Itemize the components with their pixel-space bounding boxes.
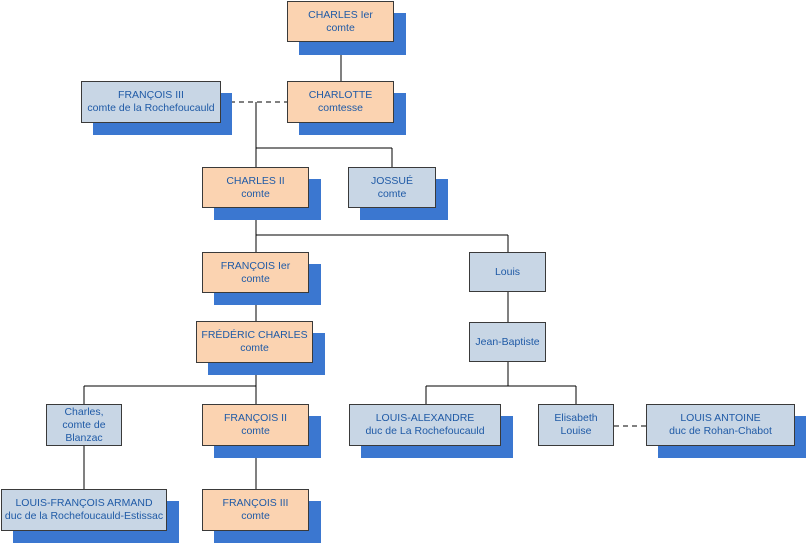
node-charles-blanzac: Charles, comte de Blanzac <box>46 404 122 446</box>
node-title: LOUIS ANTOINE <box>680 412 761 424</box>
node-title: FRANÇOIS Ier <box>220 259 291 272</box>
node-title: Jean-Baptiste <box>475 335 540 348</box>
node-subtitle: comte de la Rochefoucauld <box>87 102 215 114</box>
node-subtitle: comte <box>241 272 270 285</box>
node-subtitle: comte <box>241 425 270 437</box>
node-elisabeth-louise: Elisabeth Louise <box>538 404 614 446</box>
node-frederic-charles: FRÉDÉRIC CHARLES comte <box>196 321 313 363</box>
node-title: FRÉDÉRIC CHARLES <box>201 329 308 341</box>
node-francois-3: FRANÇOIS III comte <box>202 489 309 531</box>
node-subtitle: comtesse <box>318 102 363 114</box>
node-francois-2: FRANÇOIS II comte <box>202 404 309 446</box>
node-subtitle: comte <box>377 187 407 200</box>
node-subtitle: comte <box>326 21 355 34</box>
node-title: JOSSUÉ <box>370 174 413 187</box>
node-title: LOUIS-ALEXANDRE <box>375 412 475 424</box>
node-subtitle: comte <box>241 187 270 200</box>
node-subtitle: duc de Rohan-Chabot <box>669 425 772 437</box>
node-charlotte: CHARLOTTE comtesse <box>287 81 394 123</box>
node-charles-2: CHARLES II comte <box>202 167 309 208</box>
node-louis-francois-armand: LOUIS-FRANÇOIS ARMAND duc de la Rochefou… <box>1 489 167 531</box>
node-title: Charles, <box>64 405 104 418</box>
node-louis-alexandre: LOUIS-ALEXANDRE duc de La Rochefoucauld <box>349 404 501 446</box>
node-title: FRANÇOIS II <box>223 412 287 424</box>
node-subtitle: comte <box>240 342 269 354</box>
node-subtitle: comte <box>241 510 270 522</box>
node-subtitle: duc de la Rochefoucauld-Estissac <box>4 510 164 522</box>
node-subtitle: Blanzac <box>65 431 103 444</box>
node-subtitle: duc de La Rochefoucauld <box>365 425 485 437</box>
node-title: LOUIS-FRANÇOIS ARMAND <box>15 497 153 509</box>
node-charles-1: CHARLES Ier comte <box>287 1 394 42</box>
node-francois-1: FRANÇOIS Ier comte <box>202 252 309 293</box>
node-title: FRANÇOIS III <box>118 89 184 101</box>
node-title: CHARLES Ier <box>308 8 373 21</box>
node-francois-3-rochefoucauld: FRANÇOIS III comte de la Rochefoucauld <box>81 81 221 123</box>
node-subtitle: comte de <box>62 418 106 431</box>
node-jean-baptiste: Jean-Baptiste <box>469 322 546 362</box>
node-title: CHARLOTTE <box>308 89 373 101</box>
node-title: Elisabeth <box>554 412 598 424</box>
node-title: CHARLES II <box>226 174 285 187</box>
node-louis-antoine: LOUIS ANTOINE duc de Rohan-Chabot <box>646 404 795 446</box>
node-louis: Louis <box>469 252 546 292</box>
node-subtitle: Louise <box>560 425 592 437</box>
node-title: FRANÇOIS III <box>222 497 289 509</box>
node-title: Louis <box>494 265 521 278</box>
node-josue: JOSSUÉ comte <box>348 167 436 208</box>
